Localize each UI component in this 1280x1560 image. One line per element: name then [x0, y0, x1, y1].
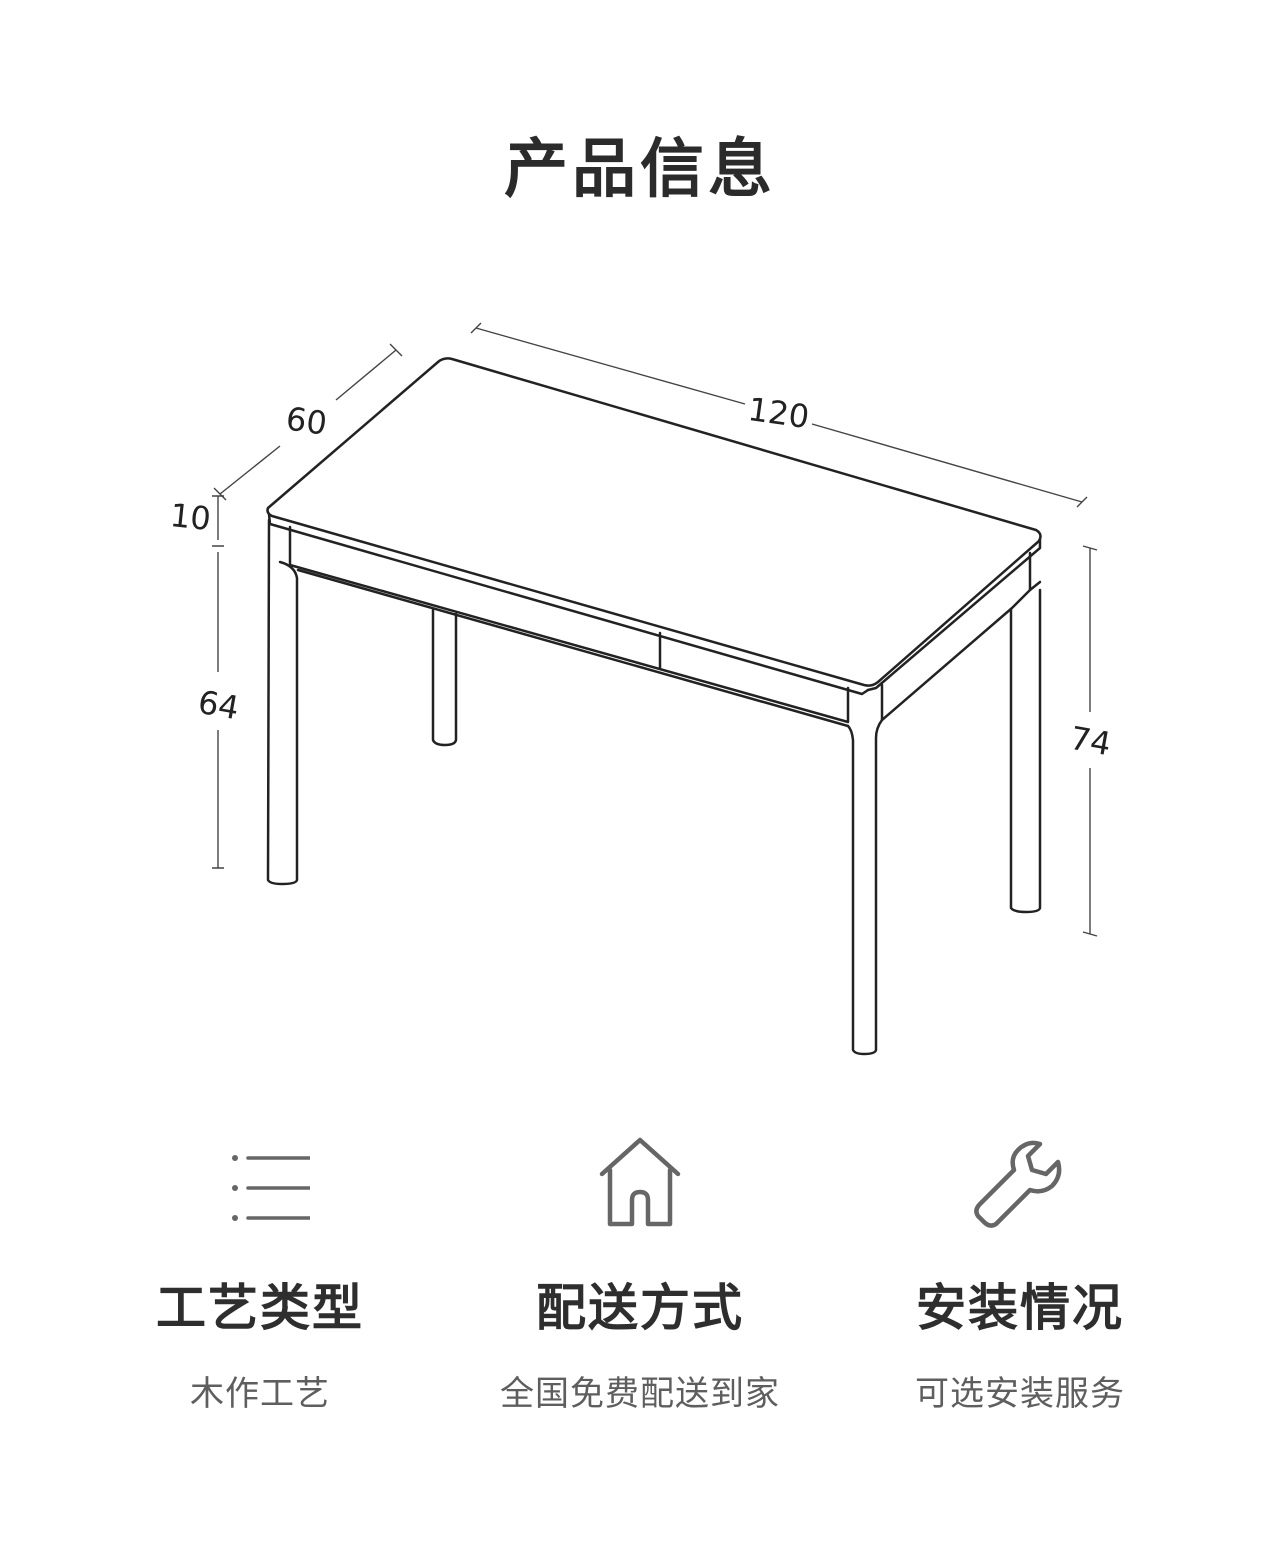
inner-height-label: 64 [195, 683, 242, 727]
desk-apron-bottom [296, 568, 850, 728]
wrench-icon [974, 1140, 1062, 1228]
top-thickness-label: 10 [168, 496, 212, 538]
desk-dimension-diagram: 120 60 10 64 74 [168, 322, 1114, 1056]
feature-delivery: 配送方式 全国免费配送到家 [460, 1130, 820, 1415]
feature-desc: 木作工艺 [190, 1374, 330, 1414]
leg-front-right [846, 718, 884, 1056]
total-height-label: 74 [1067, 719, 1114, 763]
desk-drawing [266, 357, 1042, 1056]
feature-title: 工艺类型 [156, 1279, 364, 1337]
desk-apron-front [288, 525, 850, 724]
feature-title: 安装情况 [916, 1279, 1124, 1337]
leg-back-left [431, 608, 458, 747]
leg-back-right [1009, 588, 1042, 914]
list-icon [232, 1155, 312, 1221]
feature-title: 配送方式 [536, 1279, 744, 1337]
page-title: 产品信息 [504, 133, 776, 207]
width-label: 120 [746, 390, 812, 436]
desk-top-surface [266, 357, 1042, 687]
feature-desc: 全国免费配送到家 [500, 1374, 780, 1414]
feature-installation: 安装情况 可选安装服务 [840, 1130, 1200, 1415]
desk-apron-right [880, 551, 1032, 722]
dimension-lines [212, 322, 1098, 937]
house-icon [599, 1137, 681, 1227]
depth-dimension-line [219, 349, 397, 495]
feature-craft: 工艺类型 木作工艺 [80, 1130, 440, 1415]
desk-top-edge-right [866, 538, 1042, 692]
feature-desc: 可选安装服务 [915, 1374, 1125, 1414]
depth-label: 60 [284, 399, 330, 442]
desk-corner-right [1028, 580, 1042, 592]
width-dimension-line [475, 327, 1083, 503]
leg-front-left [266, 518, 299, 886]
